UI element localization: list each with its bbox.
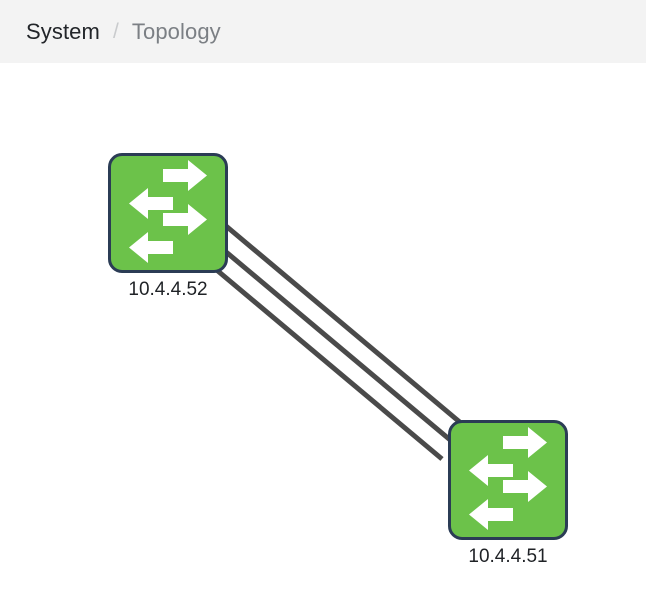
- breadcrumb-item-system[interactable]: System: [26, 18, 100, 44]
- network-switch-icon: [129, 160, 207, 263]
- header-bar: System / Topology: [0, 0, 646, 63]
- breadcrumb-item-topology: Topology: [131, 18, 221, 44]
- topology-node-10-4-4-52[interactable]: 10.4.4.52: [108, 153, 228, 300]
- node-label: 10.4.4.51: [468, 546, 548, 567]
- network-switch-icon: [469, 427, 547, 530]
- breadcrumb-separator-icon: /: [112, 19, 119, 43]
- node-box[interactable]: [448, 420, 568, 540]
- topology-node-10-4-4-51[interactable]: 10.4.4.51: [448, 420, 568, 567]
- node-box[interactable]: [108, 153, 228, 273]
- topology-links-layer: [198, 224, 470, 461]
- topology-canvas[interactable]: 10.4.4.52 10.4.4.51: [0, 63, 646, 614]
- topology-link[interactable]: [211, 239, 457, 446]
- topology-link[interactable]: [198, 254, 444, 461]
- topology-link[interactable]: [224, 224, 470, 431]
- breadcrumb: System / Topology: [26, 19, 221, 45]
- node-label: 10.4.4.52: [128, 279, 208, 300]
